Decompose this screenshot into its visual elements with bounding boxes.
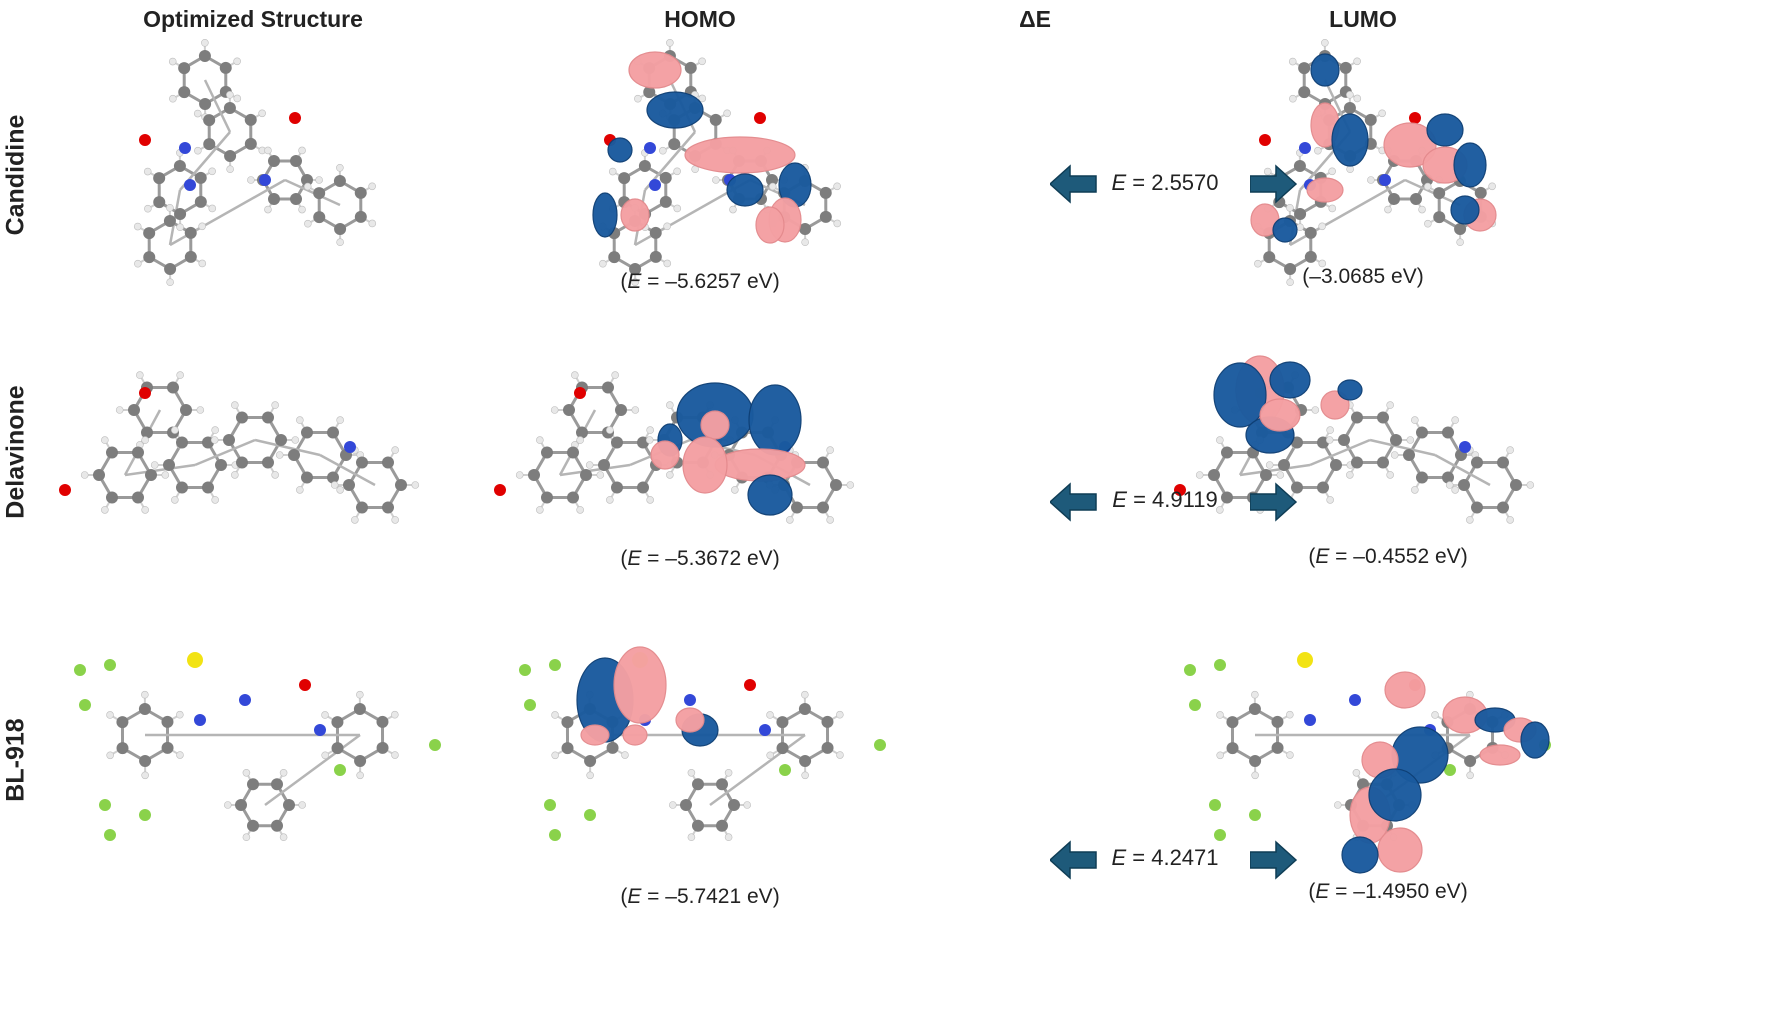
- row-label-candidine: Candidine: [1, 114, 30, 236]
- bl918-structure: [74, 652, 441, 842]
- delavinone-left-arrow-icon: [1050, 482, 1097, 522]
- candidine-homo-energy: (E = –5.6257 eV): [620, 270, 780, 293]
- row-label-delavinone: Delavinone: [1, 385, 30, 519]
- header-optimized-structure: Optimized Structure: [143, 6, 363, 32]
- delavinone-homo-energy: (E = –5.3672 eV): [620, 547, 780, 570]
- header-homo: HOMO: [664, 6, 736, 32]
- delavinone-homo-orbital: [494, 371, 855, 524]
- header-lumo: LUMO: [1329, 6, 1397, 32]
- bl918-lumo-orbital: [1184, 652, 1551, 874]
- header-delta-e: ΔE: [1019, 6, 1051, 32]
- candidine-gap-value: E = 2.5570: [1111, 170, 1219, 195]
- bl918-left-arrow-icon: [1050, 840, 1097, 880]
- delavinone-lumo-energy: (E = –0.4552 eV): [1308, 545, 1468, 568]
- candidine-lumo-energy: (–3.0685 eV): [1302, 265, 1424, 288]
- delavinone-structure: [59, 371, 420, 524]
- delavinone-gap-value: E = 4.9119: [1112, 487, 1218, 512]
- delavinone-lumo-orbital: [1174, 355, 1535, 524]
- bl918-lumo-energy: (E = –1.4950 eV): [1308, 880, 1468, 903]
- candidine-structure: [133, 39, 377, 286]
- bl918-gap-value: E = 4.2471: [1111, 845, 1219, 870]
- candidine-homo-orbital: [592, 39, 842, 286]
- candidine-lumo-orbital: [1250, 39, 1497, 286]
- candidine-right-arrow-icon: [1250, 164, 1298, 204]
- bl918-homo-energy: (E = –5.7421 eV): [620, 885, 780, 908]
- delavinone-right-arrow-icon: [1250, 482, 1298, 522]
- candidine-left-arrow-icon: [1050, 164, 1097, 204]
- bl918-homo-orbital: [519, 646, 886, 842]
- row-label-bl918: BL-918: [1, 718, 30, 802]
- bl918-right-arrow-icon: [1250, 840, 1298, 880]
